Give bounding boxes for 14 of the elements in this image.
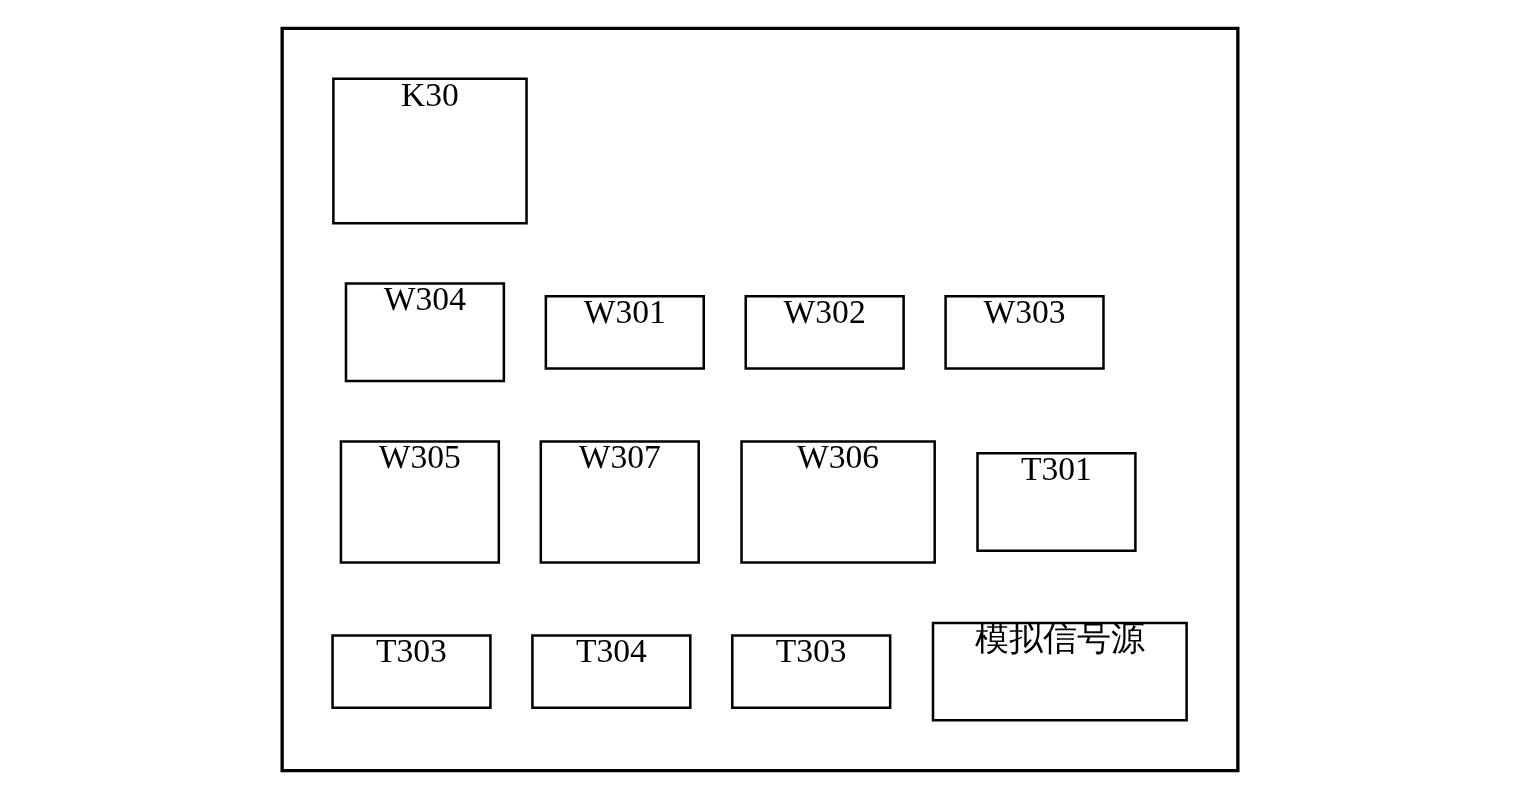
node-box: W301: [544, 294, 705, 370]
node-box: T304: [530, 634, 692, 709]
node-box: W302: [743, 294, 905, 370]
node-box: K30: [331, 77, 528, 225]
node-box: T303: [330, 634, 492, 709]
node-box: W307: [539, 440, 700, 564]
node-box: W304: [344, 282, 505, 383]
node-box: W305: [339, 440, 500, 564]
node-box: T303: [730, 634, 891, 709]
node-box: 模拟信号源: [931, 621, 1188, 722]
node-box: W306: [739, 440, 936, 564]
cluster: [280, 26, 1239, 773]
node-box: W303: [943, 294, 1105, 370]
node-box: T301: [975, 452, 1137, 552]
